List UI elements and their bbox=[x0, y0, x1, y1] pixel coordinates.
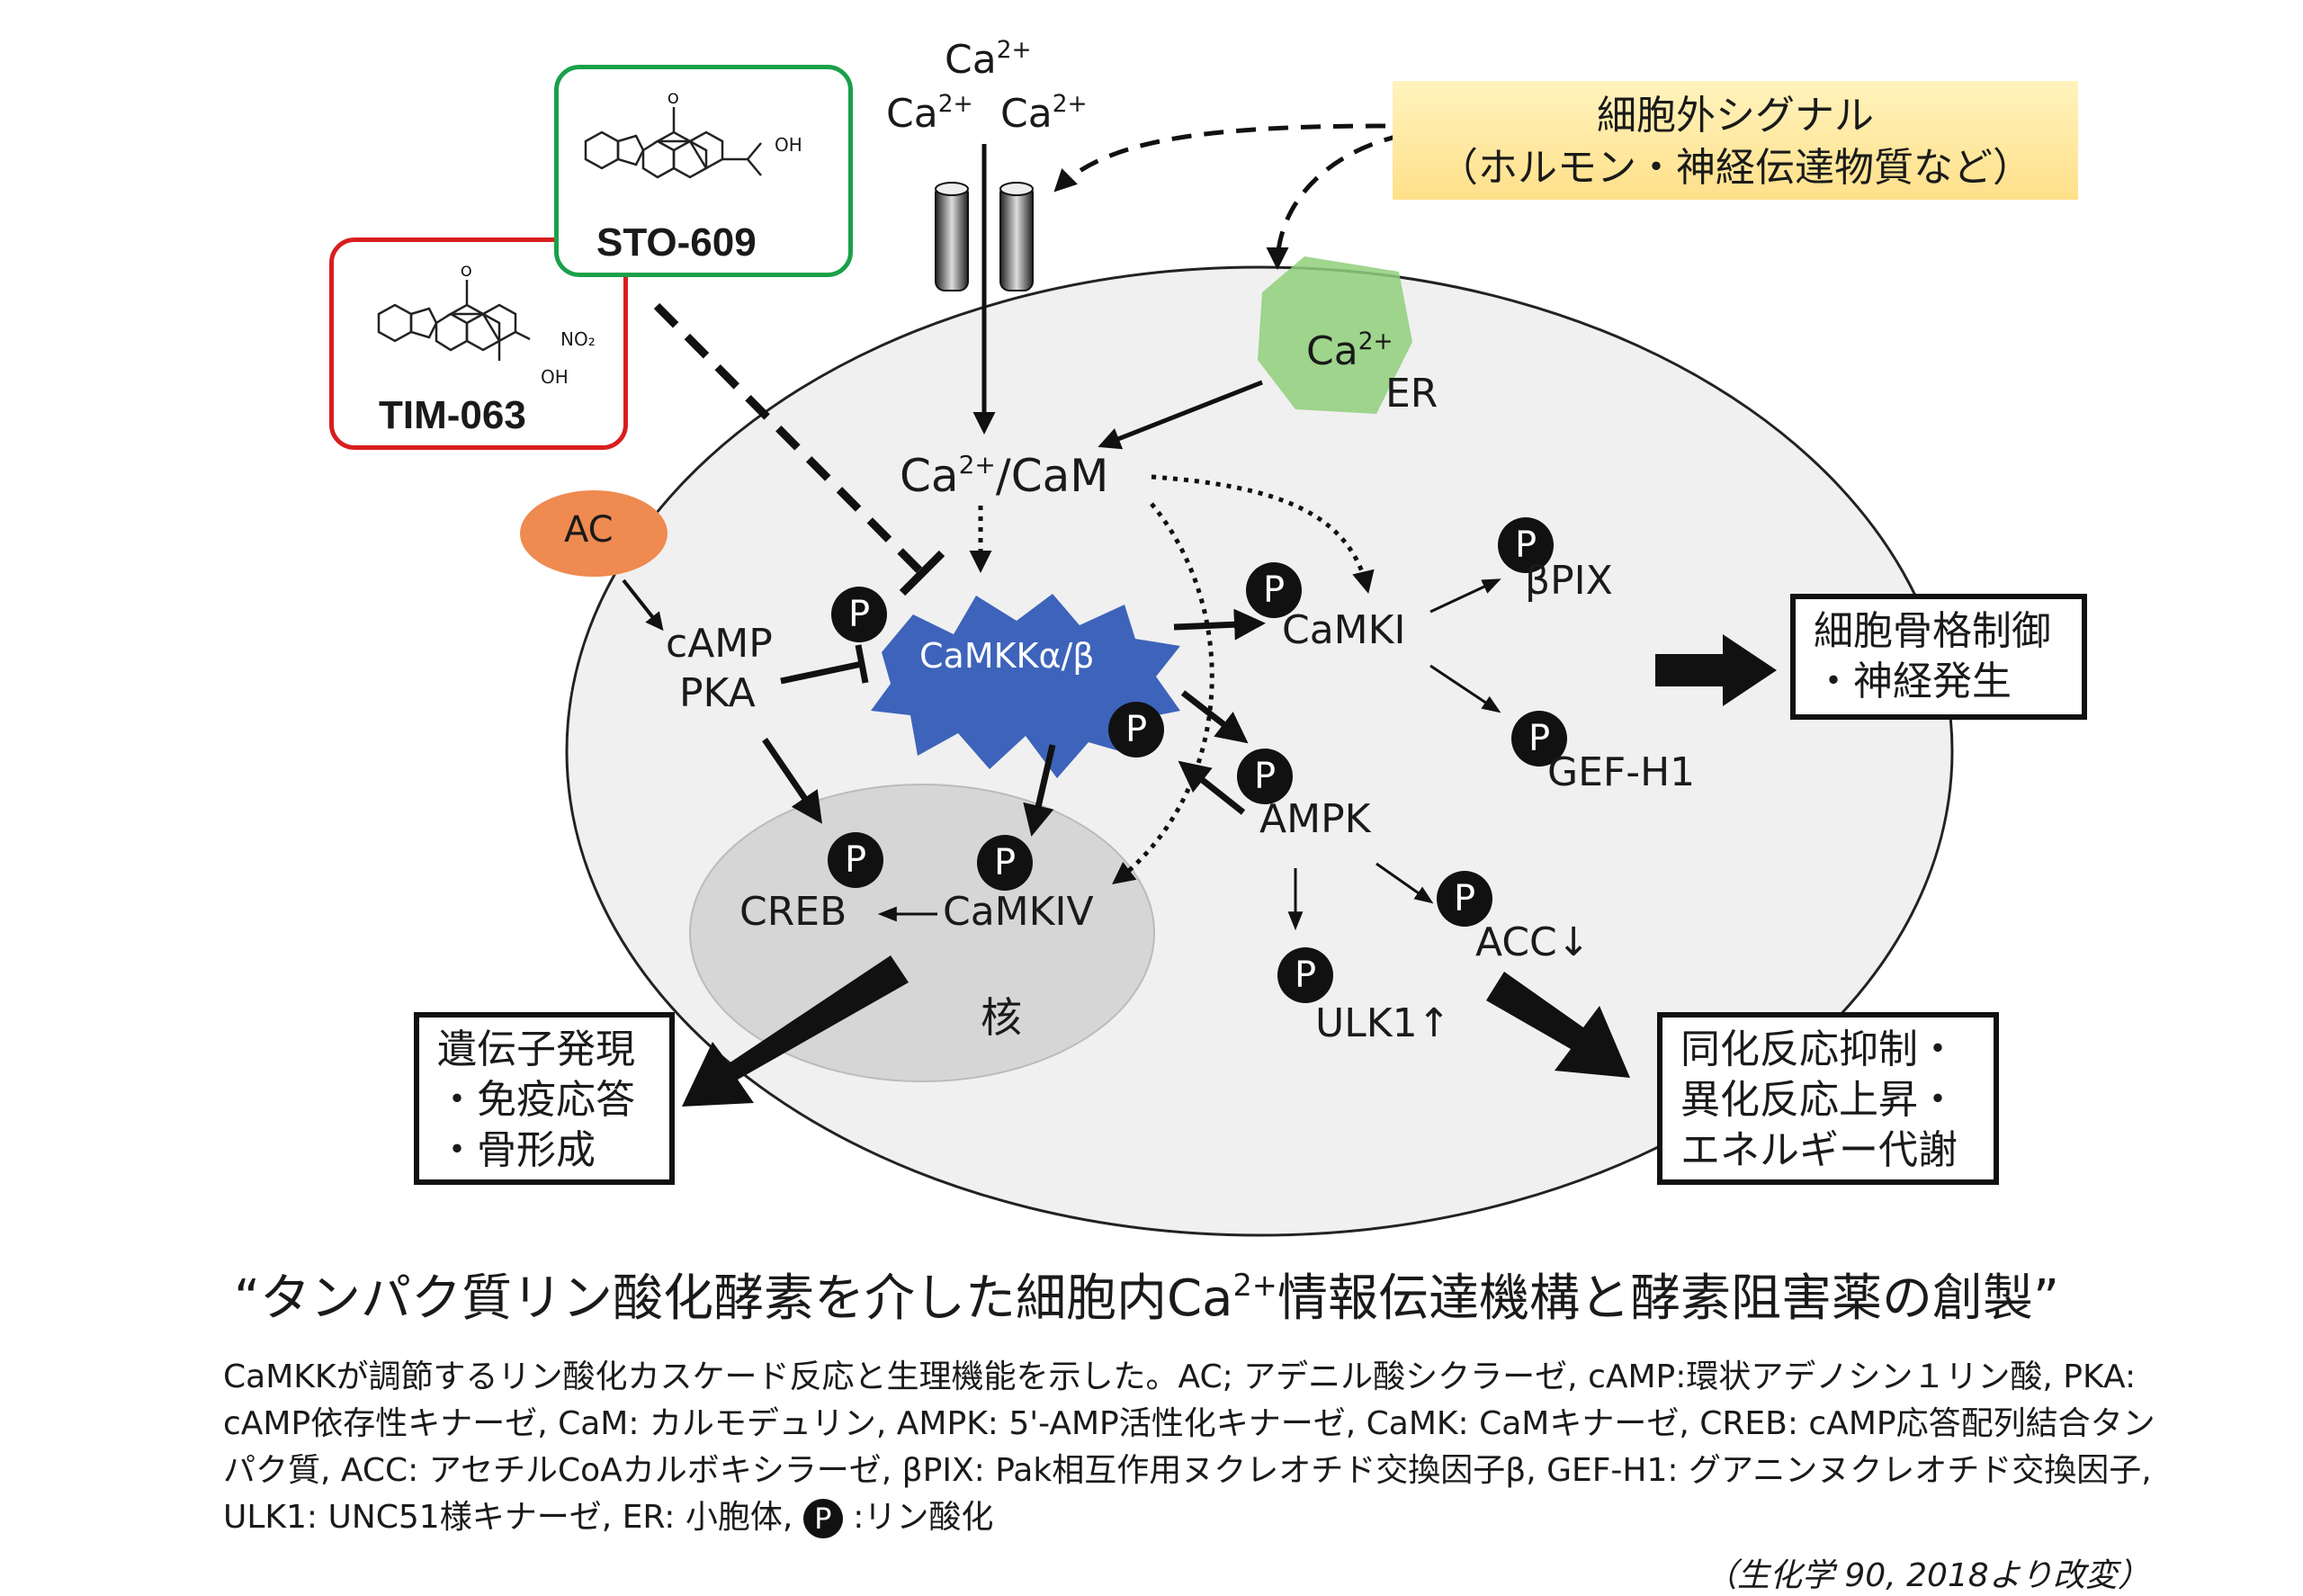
arrow-to-cytoskeleton bbox=[1655, 634, 1777, 706]
ca-cam-label: Ca2+/CaM bbox=[900, 450, 1109, 502]
output-text: 同化反応抑制・ bbox=[1680, 1027, 1958, 1072]
phospho-icon: P bbox=[1108, 702, 1164, 758]
tim-063-no2-label: NO₂ bbox=[560, 328, 596, 350]
tim-063-oh-label: OH bbox=[541, 366, 569, 388]
output-text: ・骨形成 bbox=[437, 1127, 596, 1173]
ca-ion: Ca2+ bbox=[945, 36, 1032, 84]
phospho-icon: P bbox=[1237, 749, 1293, 804]
svg-text:O: O bbox=[668, 90, 679, 107]
tim-063-label: TIM-063 bbox=[379, 393, 526, 437]
sto-609-label: STO-609 bbox=[596, 220, 757, 265]
er-shape bbox=[1258, 256, 1412, 414]
extracellular-signal-box: 細胞外シグナル （ホルモン・神経伝達物質など） bbox=[1393, 81, 2078, 200]
sto-609-box: O OH STO-609 bbox=[554, 65, 853, 277]
figure-caption: CaMKKが調節するリン酸化カスケード反応と生理機能を示した。AC; アデニル酸… bbox=[223, 1354, 2184, 1541]
camkk-label: CaMKKα/β bbox=[919, 636, 1095, 676]
output-cytoskeleton-box: 細胞骨格制御 ・神経発生 bbox=[1790, 594, 2087, 720]
er-ca-label: Ca2+ bbox=[1306, 327, 1393, 375]
ac-label: AC bbox=[564, 509, 614, 551]
svg-text:O: O bbox=[461, 263, 472, 280]
camkiv-label: CaMKIV bbox=[943, 889, 1094, 935]
ca-ion: Ca2+ bbox=[886, 90, 973, 138]
creb-label: CREB bbox=[739, 889, 847, 935]
phospho-icon: P bbox=[977, 835, 1033, 891]
beta-pix-label: βPIX bbox=[1525, 558, 1613, 604]
output-text: 異化反応上昇・ bbox=[1680, 1077, 1958, 1123]
arrow-to-metabolism bbox=[1486, 972, 1630, 1078]
output-text: 細胞骨格制御 bbox=[1814, 608, 2051, 654]
phospho-legend-text: :リン酸化 bbox=[853, 1499, 994, 1536]
phospho-legend-icon: P bbox=[802, 1499, 843, 1538]
ca-ion: Ca2+ bbox=[1000, 90, 1088, 138]
ulk1-label: ULK1↑ bbox=[1315, 1000, 1451, 1046]
output-text: ・免疫応答 bbox=[437, 1077, 635, 1123]
tim-063-structure: O bbox=[377, 263, 531, 361]
extracellular-signal-line2: （ホルモン・神経伝達物質など） bbox=[1438, 145, 2032, 191]
output-text: エネルギー代謝 bbox=[1680, 1127, 1958, 1173]
camki-label: CaMKI bbox=[1282, 607, 1406, 653]
figure-source: （生化学 90, 2018より改変） bbox=[1704, 1557, 2150, 1594]
phospho-icon: P bbox=[828, 832, 883, 888]
caption-text: CaMKKが調節するリン酸化カスケード反応と生理機能を示した。AC; アデニル酸… bbox=[223, 1358, 2155, 1536]
phospho-icon: P bbox=[1511, 711, 1567, 767]
output-gene-box: 遺伝子発現 ・免疫応答 ・骨形成 bbox=[414, 1012, 675, 1185]
ampk-label: AMPK bbox=[1259, 796, 1371, 842]
er-label: ER bbox=[1385, 371, 1438, 417]
camkk-starburst bbox=[871, 594, 1180, 778]
acc-label: ACC↓ bbox=[1475, 919, 1591, 965]
output-metabolism-box: 同化反応抑制・ 異化反応上昇・ エネルギー代謝 bbox=[1657, 1012, 1999, 1185]
ac-shape bbox=[520, 490, 668, 577]
phospho-icon: P bbox=[1437, 871, 1492, 927]
nucleus-label: 核 bbox=[981, 993, 1022, 1042]
output-text: 遺伝子発現 bbox=[437, 1027, 635, 1072]
arrow-to-gene bbox=[682, 955, 909, 1107]
camp-label: cAMP bbox=[666, 621, 773, 667]
sto-609-oh-label: OH bbox=[775, 134, 802, 156]
phospho-icon: P bbox=[1246, 562, 1302, 618]
extracellular-signal-line1: 細胞外シグナル bbox=[1597, 93, 1874, 139]
nucleus-shape bbox=[689, 784, 1155, 1082]
ca-channel-icon bbox=[935, 182, 1034, 291]
gef-h1-label: GEF-H1 bbox=[1547, 749, 1696, 795]
output-text: ・神経発生 bbox=[1814, 659, 2012, 704]
phospho-icon: P bbox=[1498, 517, 1554, 573]
phospho-icon: P bbox=[831, 587, 887, 642]
sto-609-structure: O bbox=[584, 90, 762, 179]
pka-label: PKA bbox=[679, 670, 756, 716]
figure-title: “タンパク質リン酸化酵素を介した細胞内Ca2+情報伝達機構と酵素阻害薬の創製” bbox=[234, 1268, 2059, 1328]
phospho-icon: P bbox=[1277, 947, 1333, 1003]
